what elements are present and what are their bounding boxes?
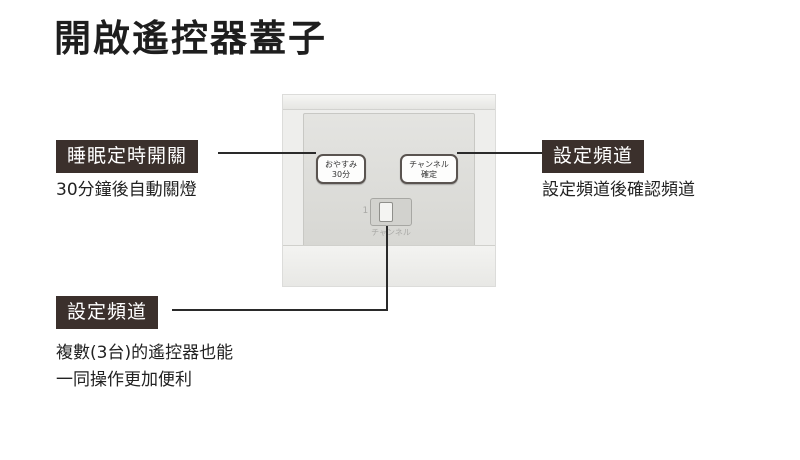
channel-switch-knob[interactable] bbox=[379, 202, 393, 222]
channel-confirm-button[interactable]: チャンネル 確定 bbox=[400, 154, 458, 184]
remote-control-image: おやすみ 30分 チャンネル 確定 1 2 3 bbox=[282, 94, 496, 287]
sleep-button-text: おやすみ bbox=[325, 160, 357, 169]
channel-button-text: チャンネル bbox=[409, 160, 449, 169]
sleep-connector-line bbox=[218, 152, 316, 154]
remote-base bbox=[283, 245, 495, 286]
channel-switch-label: チャンネル bbox=[371, 228, 411, 237]
page-title: 開啟遙控器蓋子 bbox=[54, 17, 327, 60]
remote-inner-panel: おやすみ 30分 チャンネル 確定 1 2 3 bbox=[303, 113, 475, 247]
channel-select-label: 設定頻道 bbox=[56, 296, 159, 329]
channel-confirm-label: 設定頻道 bbox=[542, 140, 645, 173]
sleep-timer-button[interactable]: おやすみ 30分 bbox=[316, 154, 366, 184]
channel-confirm-description: 設定頻道後確認頻道 bbox=[542, 180, 695, 200]
channel-select-description-line2: 一同操作更加便利 bbox=[56, 370, 192, 390]
channel-select-connector-horizontal bbox=[172, 309, 388, 311]
channel-select-switch[interactable] bbox=[370, 198, 412, 226]
sleep-timer-label: 睡眠定時開關 bbox=[56, 140, 199, 173]
sleep-timer-description: 30分鐘後自動關燈 bbox=[56, 180, 197, 200]
channel-confirm-connector-line bbox=[457, 152, 542, 154]
remote-cover-rim bbox=[283, 95, 495, 110]
channel-select-description-line1: 複數(3台)的遙控器也能 bbox=[56, 343, 234, 363]
channel-button-subtext: 確定 bbox=[421, 170, 437, 179]
channel-select-connector-vertical bbox=[386, 226, 388, 310]
sleep-button-subtext: 30分 bbox=[331, 170, 351, 179]
